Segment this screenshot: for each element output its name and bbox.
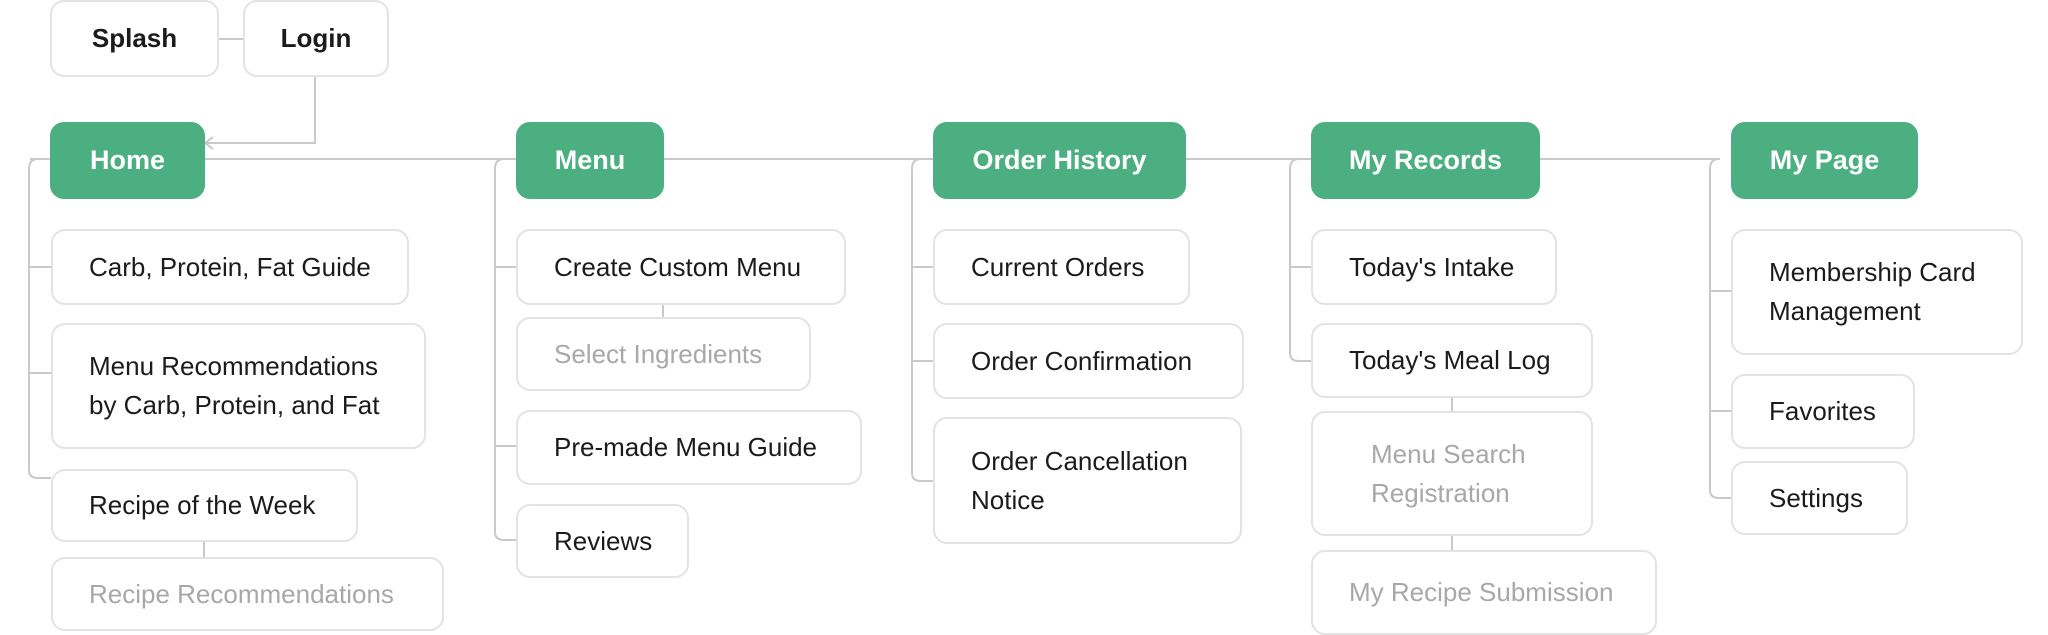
login-label: Login <box>280 23 352 53</box>
my-records-title: My Records <box>1348 145 1503 175</box>
connector-mypage-tree <box>1709 158 1731 499</box>
splash-node[interactable]: Splash <box>50 0 219 77</box>
splash-label: Splash <box>91 23 178 53</box>
home-title: Home <box>89 145 165 175</box>
order-history-node[interactable]: Order History <box>933 122 1186 199</box>
connector-order-tree <box>911 158 933 482</box>
my-page-node[interactable]: My Page <box>1731 122 1918 199</box>
connector-login-home <box>205 77 316 144</box>
menu-item-select-ingredients[interactable]: Select Ingredients <box>516 317 811 391</box>
records-item-recipe-submission[interactable]: My Recipe Submission <box>1311 550 1657 635</box>
menu-node[interactable]: Menu <box>516 122 664 199</box>
arrowhead-icon <box>203 136 214 150</box>
home-item-recipe-of-week[interactable]: Recipe of the Week <box>51 469 358 542</box>
login-node[interactable]: Login <box>243 0 389 77</box>
my-records-node[interactable]: My Records <box>1311 122 1540 199</box>
mypage-item-favorites[interactable]: Favorites <box>1731 374 1915 449</box>
menu-item-premade-guide[interactable]: Pre-made Menu Guide <box>516 410 862 485</box>
menu-item-create-custom[interactable]: Create Custom Menu <box>516 229 846 305</box>
connector-records-tree <box>1289 158 1311 362</box>
menu-title: Menu <box>554 145 626 175</box>
home-item-menu-recommendations[interactable]: Menu Recommendations by Carb, Protein, a… <box>51 323 426 449</box>
menu-item-reviews[interactable]: Reviews <box>516 504 689 578</box>
mypage-item-membership-card[interactable]: Membership Card Management <box>1731 229 2023 355</box>
home-item-recipe-recommendations[interactable]: Recipe Recommendations <box>51 557 444 631</box>
connector-menu-tree <box>494 158 516 541</box>
order-history-title: Order History <box>972 145 1147 175</box>
records-item-todays-intake[interactable]: Today's Intake <box>1311 229 1557 305</box>
home-item-macro-guide[interactable]: Carb, Protein, Fat Guide <box>51 229 409 305</box>
order-item-confirmation[interactable]: Order Confirmation <box>933 323 1244 399</box>
connector-home-tree <box>28 158 51 479</box>
order-item-cancellation-notice[interactable]: Order Cancellation Notice <box>933 417 1242 544</box>
my-page-title: My Page <box>1769 145 1880 175</box>
home-node[interactable]: Home <box>50 122 205 199</box>
records-item-menu-search-registration[interactable]: Menu Search Registration <box>1311 411 1593 536</box>
mypage-item-settings[interactable]: Settings <box>1731 461 1908 535</box>
records-item-meal-log[interactable]: Today's Meal Log <box>1311 323 1593 398</box>
order-item-current[interactable]: Current Orders <box>933 229 1190 305</box>
